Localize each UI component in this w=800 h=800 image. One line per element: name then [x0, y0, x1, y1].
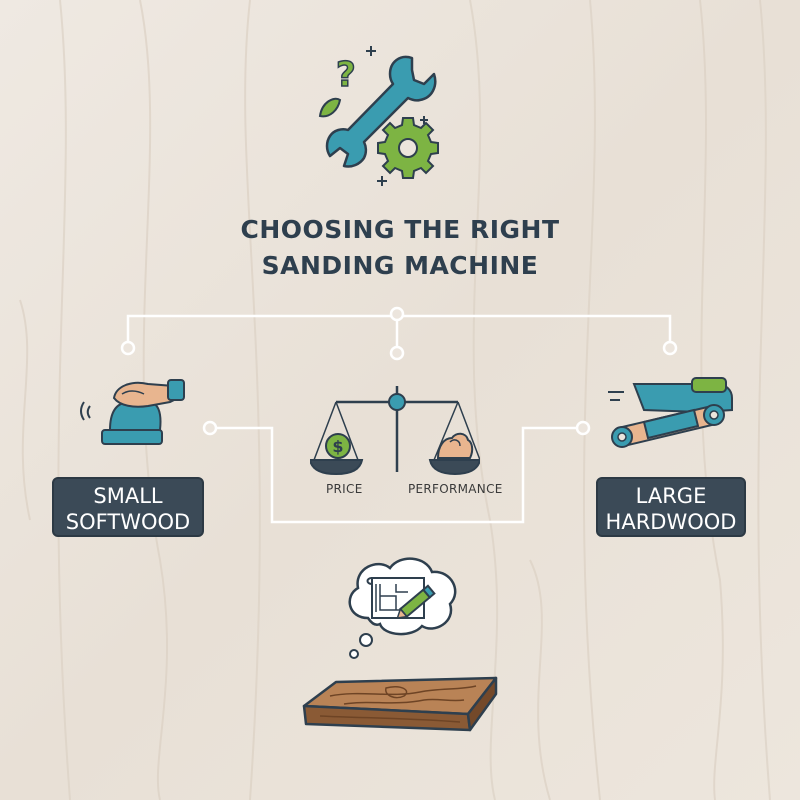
orbital-sander-icon	[80, 379, 185, 445]
top-node	[389, 306, 405, 322]
large-label-line-1: LARGE	[635, 484, 707, 508]
leaf-icon	[318, 97, 342, 118]
right-node	[662, 340, 678, 356]
gear-icon	[377, 117, 439, 179]
diagram-title: CHOOSING THE RIGHT SANDING MACHINE	[0, 212, 800, 284]
left-loop-node	[202, 420, 218, 436]
price-label: PRICE	[326, 482, 363, 496]
blueprint-thought-icon	[348, 557, 457, 659]
small-softwood-label: SMALL SOFTWOOD	[52, 477, 204, 537]
wrench-icon	[325, 55, 437, 168]
wood-plank-icon	[302, 676, 498, 732]
bottom-loop-connector	[212, 426, 580, 524]
vibration-lines-icon	[80, 401, 91, 421]
question-mark-icon: ?	[336, 55, 356, 95]
left-node	[120, 340, 136, 356]
dollar-symbol: $	[332, 437, 343, 456]
large-label-line-2: HARDWOOD	[605, 510, 737, 534]
dollar-coin-icon: $	[325, 433, 351, 459]
balance-scale-icon: $	[310, 386, 480, 476]
large-hardwood-label: LARGE HARDWOOD	[596, 477, 746, 537]
motion-lines-icon	[608, 391, 624, 401]
center-node	[389, 345, 405, 361]
muscle-arm-icon	[436, 432, 474, 459]
small-label-line-1: SMALL	[93, 484, 163, 508]
pencil-icon	[396, 584, 436, 619]
right-loop-node	[575, 420, 591, 436]
performance-label: PERFORMANCE	[408, 482, 503, 496]
title-line-2: SANDING MACHINE	[261, 251, 539, 280]
small-label-line-2: SOFTWOOD	[65, 510, 191, 534]
title-line-1: CHOOSING THE RIGHT	[240, 215, 560, 244]
wrench-gear-icon: ?	[318, 46, 439, 186]
sparkle-icon	[366, 46, 428, 186]
belt-sander-icon	[608, 377, 733, 448]
